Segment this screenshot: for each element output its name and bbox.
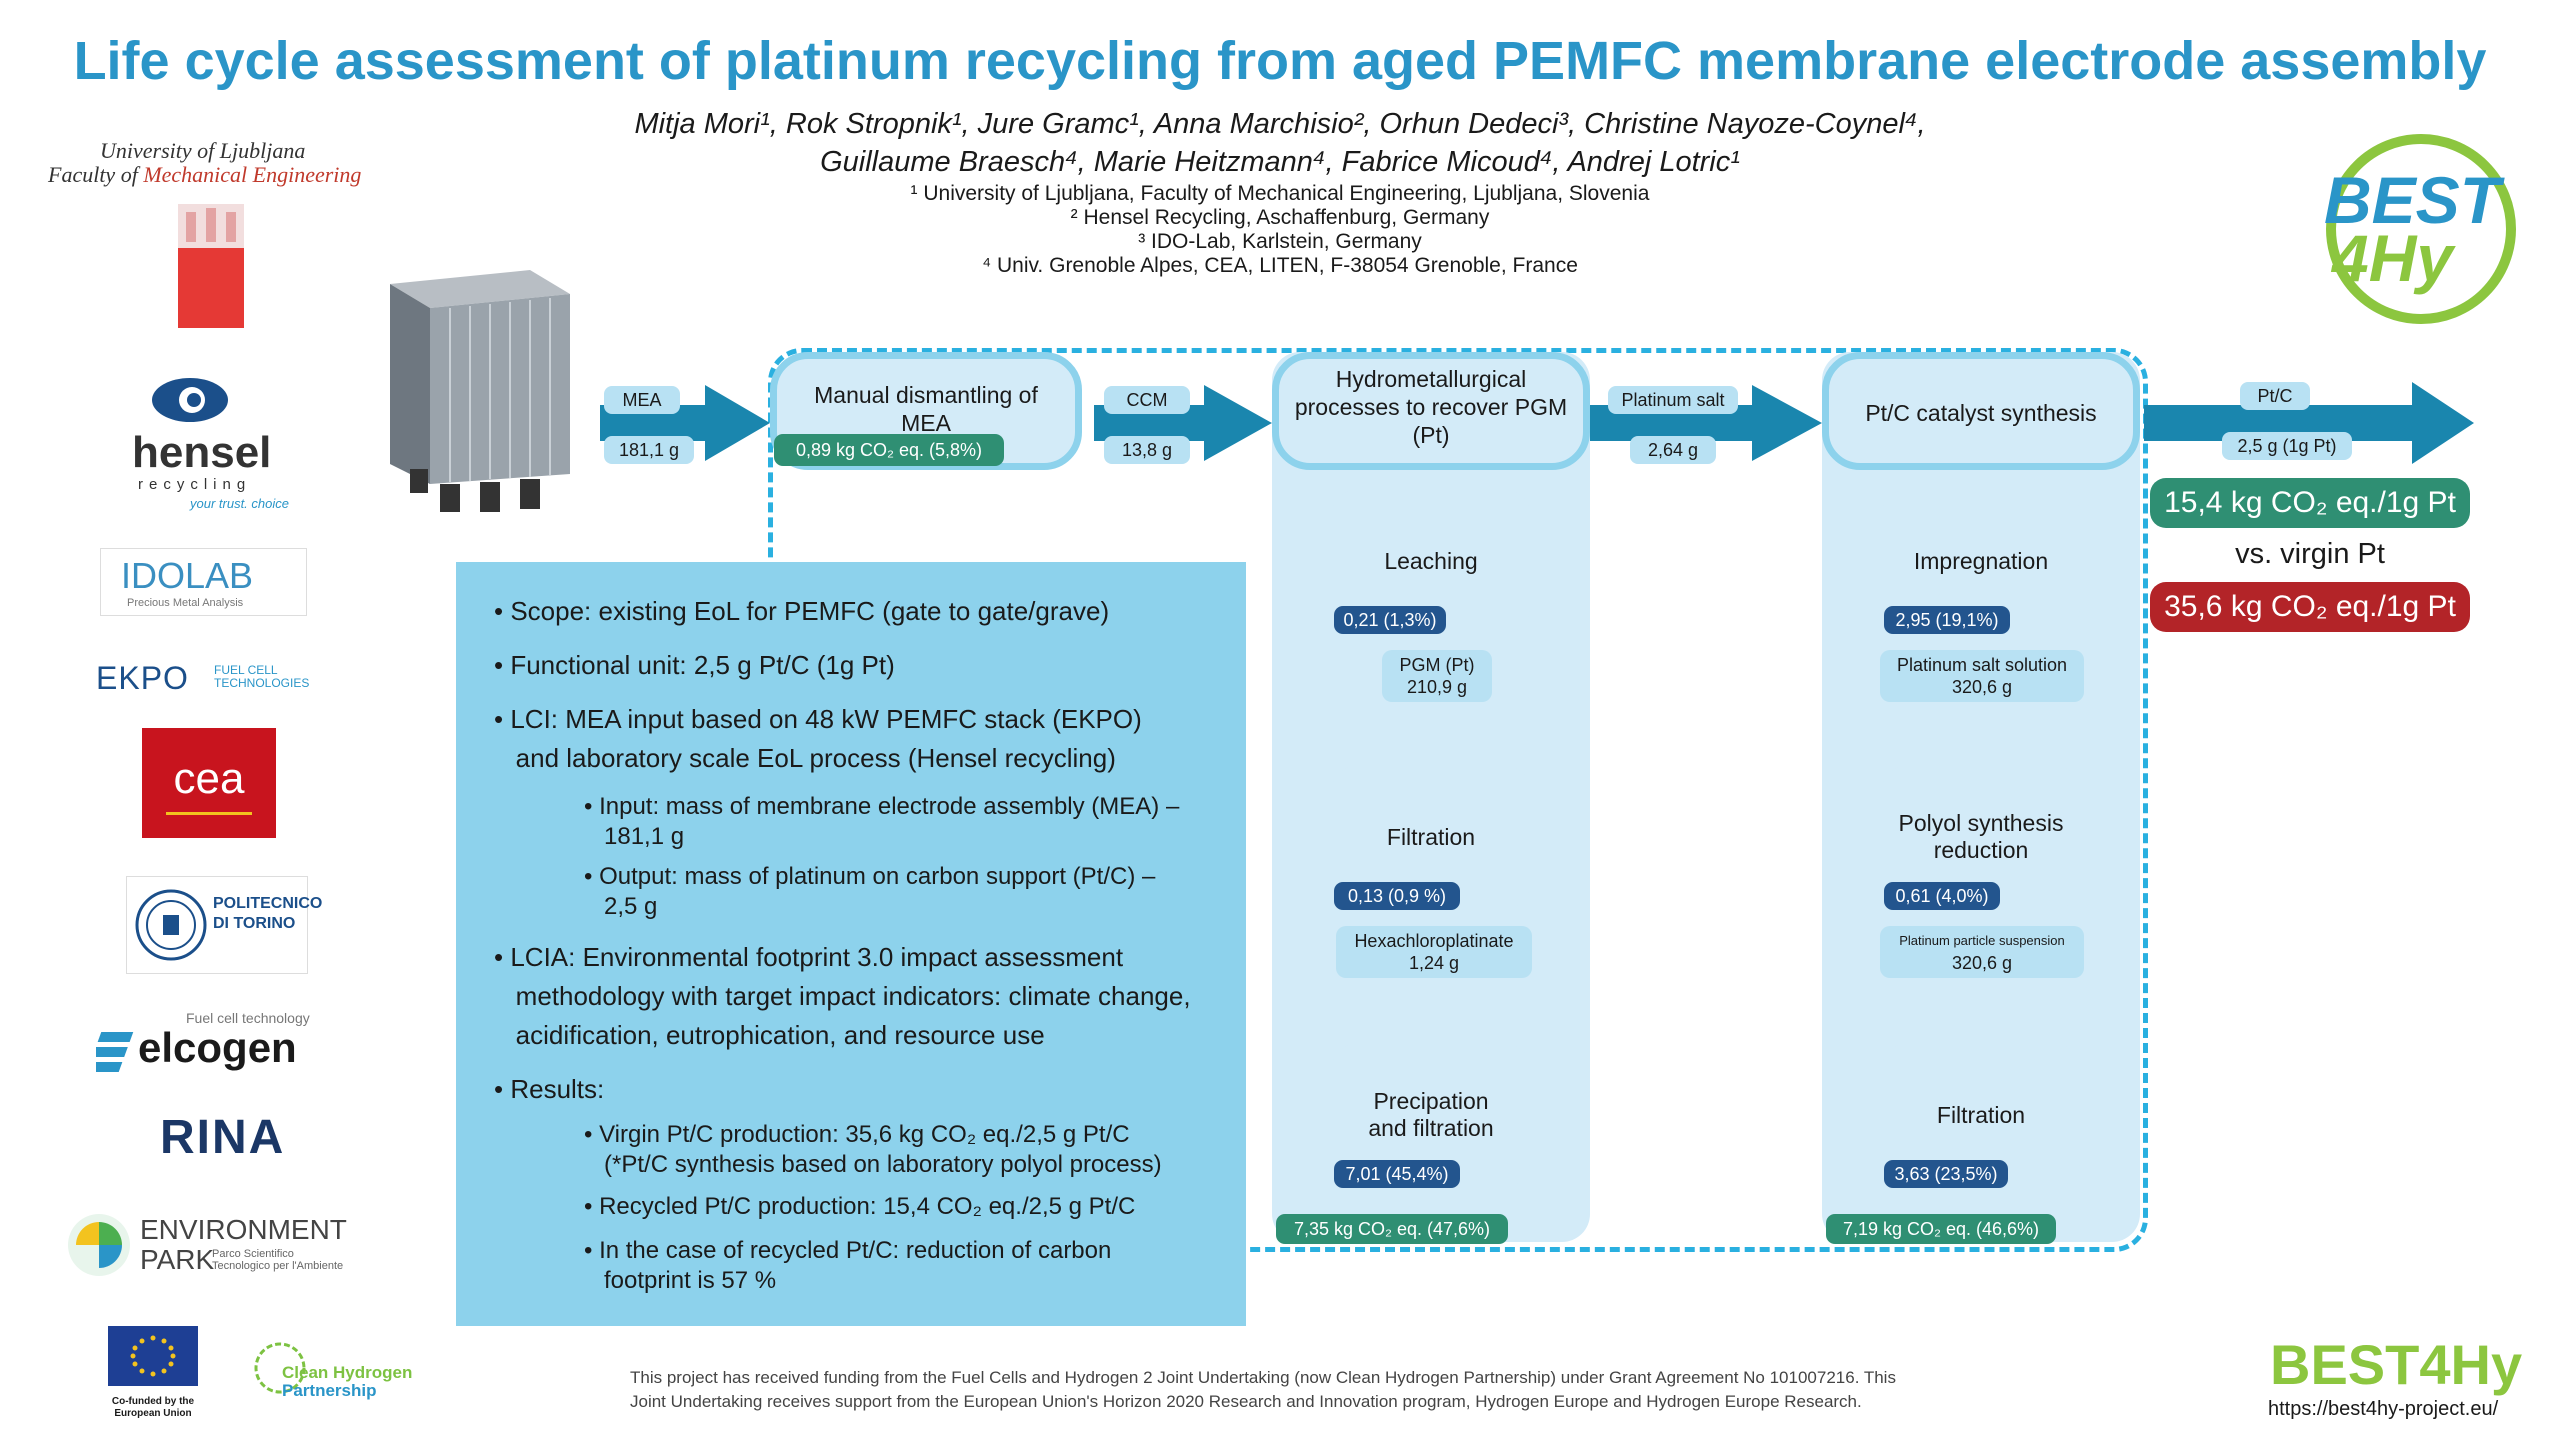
best4hy-logo-4hy: 4Hy bbox=[2332, 221, 2454, 295]
arrow-ptc bbox=[2144, 382, 2474, 464]
cea-logo: cea bbox=[142, 728, 276, 838]
arrow-ccm bbox=[1094, 385, 1272, 461]
mea-label: MEA bbox=[604, 386, 680, 414]
elcogen-logo: elcogen bbox=[138, 1024, 297, 1071]
summary-bullet-results: • Results: bbox=[494, 1074, 605, 1104]
best4hy-footer-logo: BEST4Hy bbox=[2270, 1333, 2523, 1396]
authors-line-2: Guillaume Braesch⁴, Marie Heitzmann⁴, Fa… bbox=[820, 146, 1740, 178]
dismantling-co2: 0,89 kg CO₂ eq. (5,8%) bbox=[774, 434, 1004, 466]
rina-logo: RINA bbox=[160, 1111, 286, 1164]
summary-result-recycled: • Recycled Pt/C production: 15,4 CO₂ eq.… bbox=[584, 1193, 1136, 1220]
affiliation-2: ² Hensel Recycling, Aschaffenburg, Germa… bbox=[1070, 206, 1490, 229]
polito-logo: POLITECNICO DI TORINO bbox=[126, 876, 322, 974]
hensel-logo: hensel bbox=[132, 428, 272, 477]
summary-box: • Scope: existing EoL for PEMFC (gate to… bbox=[456, 562, 1246, 1326]
summary-sub-input: • Input: mass of membrane electrode asse… bbox=[584, 793, 1180, 850]
hensel-tagline: your trust. choice bbox=[190, 496, 289, 511]
synth-step-polyol-value: 0,61 (4,0%) bbox=[1884, 882, 2000, 910]
hydro-intermediate-pgm: PGM (Pt)210,9 g bbox=[1382, 650, 1492, 702]
synth-total-co2: 7,19 kg CO₂ eq. (46,6%) bbox=[1826, 1214, 2056, 1244]
synth-step-impregnation-value: 2,95 (19,1%) bbox=[1884, 606, 2010, 634]
best4hy-ring-icon bbox=[2326, 134, 2516, 324]
elcogen-mark-icon bbox=[86, 1030, 136, 1074]
result-recycled: 15,4 kg CO₂ eq./1g Pt bbox=[2150, 478, 2470, 528]
poster-title: Life cycle assessment of platinum recycl… bbox=[73, 31, 2487, 91]
hensel-sub: recycling bbox=[138, 476, 252, 493]
ljubljana-logo-line1: University of Ljubljana bbox=[100, 138, 306, 163]
hydro-total-co2: 7,35 kg CO₂ eq. (47,6%) bbox=[1276, 1214, 1508, 1244]
affiliation-1: ¹ University of Ljubljana, Faculty of Me… bbox=[910, 182, 1650, 205]
synth-step-filtration-value: 3,63 (23,5%) bbox=[1884, 1160, 2008, 1188]
ccm-label: CCM bbox=[1104, 386, 1190, 414]
ljubljana-logo-line2: Faculty of Mechanical Engineering bbox=[48, 162, 362, 187]
best4hy-logo-best: BEST bbox=[2324, 163, 2501, 237]
affiliation-4: ⁴ Univ. Grenoble Alpes, CEA, LITEN, F-38… bbox=[982, 254, 1578, 277]
hydro-step-precipitation-value: 7,01 (45,4%) bbox=[1334, 1160, 1460, 1188]
hydro-header-box: Hydrometallurgical processes to recover … bbox=[1272, 352, 1590, 470]
hydro-step-filtration-value: 0,13 (0,9 %) bbox=[1334, 882, 1460, 910]
hydro-step-leaching-value: 0,21 (1,3%) bbox=[1334, 606, 1446, 634]
hensel-eye-icon bbox=[150, 370, 230, 430]
clean-hydrogen-icon bbox=[252, 1340, 308, 1396]
project-url-link[interactable]: https://best4hy-project.eu/ bbox=[2268, 1398, 2499, 1420]
summary-sub-output: • Output: mass of platinum on carbon sup… bbox=[584, 863, 1156, 920]
fuel-cell-stack-image bbox=[370, 264, 590, 524]
summary-bullet-lcia: • LCIA: Environmental footprint 3.0 impa… bbox=[494, 942, 1191, 1050]
summary-bullet-scope: • Scope: existing EoL for PEMFC (gate to… bbox=[494, 596, 1110, 626]
funding-note: This project has received funding from t… bbox=[630, 1368, 1896, 1411]
summary-result-virgin: • Virgin Pt/C production: 35,6 kg CO₂ eq… bbox=[584, 1121, 1162, 1178]
environment-park-name2: PARK bbox=[140, 1244, 215, 1275]
ekpo-logo: EKPO bbox=[96, 660, 189, 696]
result-vs: vs. virgin Pt bbox=[2235, 538, 2385, 570]
ljubljana-emblem-icon bbox=[178, 204, 244, 328]
mea-mass: 181,1 g bbox=[604, 436, 694, 464]
idolab-logo: IDOLAB Precious Metal Analysis bbox=[100, 548, 307, 616]
salt-label: Platinum salt bbox=[1608, 386, 1738, 414]
summary-result-reduction: • In the case of recycled Pt/C: reductio… bbox=[584, 1237, 1112, 1294]
result-virgin: 35,6 kg CO₂ eq./1g Pt bbox=[2150, 582, 2470, 632]
synthesis-header-box: Pt/C catalyst synthesis bbox=[1822, 352, 2140, 470]
salt-mass: 2,64 g bbox=[1630, 436, 1716, 464]
elcogen-tagline: Fuel cell technology bbox=[186, 1010, 310, 1026]
ccm-mass: 13,8 g bbox=[1104, 436, 1190, 464]
polito-seal-icon bbox=[135, 889, 207, 961]
ptc-label: Pt/C bbox=[2240, 382, 2310, 410]
environment-park-name1: ENVIRONMENT bbox=[140, 1214, 347, 1245]
eu-flag-icon bbox=[108, 1326, 198, 1386]
environment-park-icon bbox=[66, 1212, 132, 1278]
authors-line-1: Mitja Mori¹, Rok Stropnik¹, Jure Gramc¹,… bbox=[634, 108, 1926, 140]
summary-bullet-lci: • LCI: MEA input based on 48 kW PEMFC st… bbox=[494, 704, 1142, 773]
summary-bullet-functional-unit: • Functional unit: 2,5 g Pt/C (1g Pt) bbox=[494, 650, 895, 680]
arrow-mea bbox=[600, 385, 770, 461]
affiliation-3: ³ IDO-Lab, Karlstein, Germany bbox=[1138, 230, 1422, 253]
arrow-salt bbox=[1590, 385, 1822, 461]
ptc-mass: 2,5 g (1g Pt) bbox=[2222, 432, 2352, 460]
